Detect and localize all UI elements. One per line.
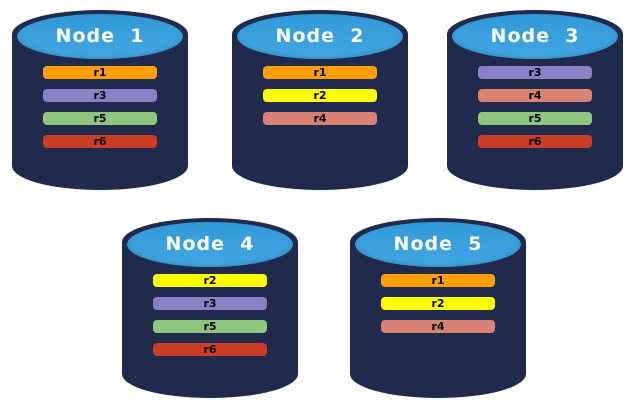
node-title: Node 1 — [55, 24, 145, 47]
replica-bar: r4 — [381, 320, 495, 333]
replica-bar: r6 — [478, 135, 592, 148]
replica-bar: r3 — [43, 89, 157, 102]
replica-bar: r3 — [153, 297, 267, 310]
cylinder-top: Node 2 — [237, 14, 403, 59]
db-cylinder-node: Node 3 r3 r4 r5 r6 — [447, 10, 623, 190]
replica-list: r2 r3 r5 r6 — [153, 274, 267, 366]
replica-bar: r1 — [43, 66, 157, 79]
replica-list: r1 r3 r5 r6 — [43, 66, 157, 158]
replica-bar: r2 — [263, 89, 377, 102]
replica-bar: r2 — [153, 274, 267, 287]
replica-bar: r6 — [153, 343, 267, 356]
replica-bar: r5 — [43, 112, 157, 125]
replica-bar: r4 — [263, 112, 377, 125]
replica-list: r1 r2 r4 — [381, 274, 495, 343]
replica-bar: r4 — [478, 89, 592, 102]
cylinder-top: Node 5 — [355, 222, 521, 267]
node-title: Node 2 — [275, 24, 365, 47]
db-cylinder-node: Node 1 r1 r3 r5 r6 — [12, 10, 188, 190]
replica-list: r1 r2 r4 — [263, 66, 377, 135]
node-title: Node 4 — [165, 232, 255, 255]
replica-list: r3 r4 r5 r6 — [478, 66, 592, 158]
replica-bar: r6 — [43, 135, 157, 148]
node-title: Node 3 — [490, 24, 580, 47]
replica-bar: r5 — [478, 112, 592, 125]
node-title: Node 5 — [393, 232, 483, 255]
cylinder-top: Node 1 — [17, 14, 183, 59]
db-cylinder-node: Node 4 r2 r3 r5 r6 — [122, 218, 298, 398]
replica-bar: r5 — [153, 320, 267, 333]
replica-bar: r1 — [263, 66, 377, 79]
db-cylinder-node: Node 2 r1 r2 r4 — [232, 10, 408, 190]
replica-bar: r2 — [381, 297, 495, 310]
replica-bar: r3 — [478, 66, 592, 79]
cylinder-top: Node 3 — [452, 14, 618, 59]
cylinder-top: Node 4 — [127, 222, 293, 267]
db-cylinder-node: Node 5 r1 r2 r4 — [350, 218, 526, 398]
replica-bar: r1 — [381, 274, 495, 287]
